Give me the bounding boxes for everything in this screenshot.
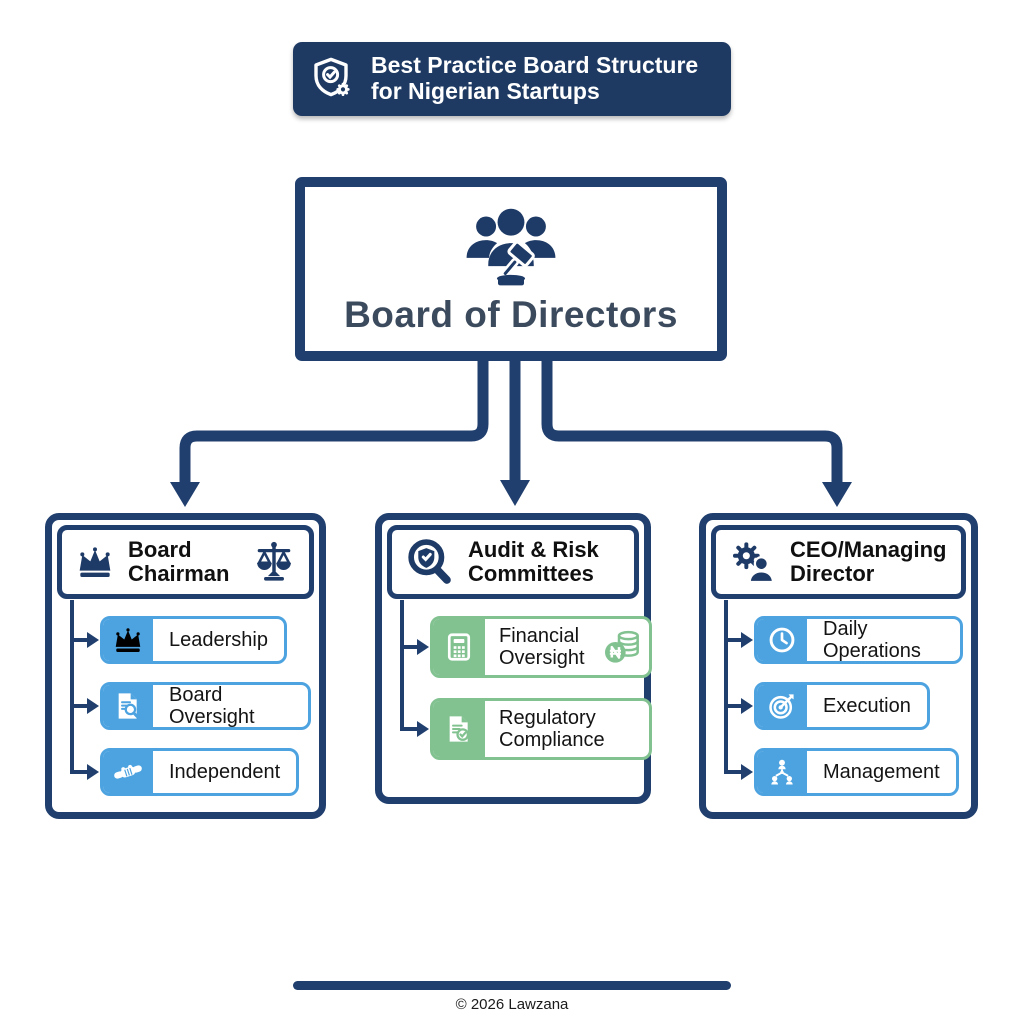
target-icon (757, 685, 807, 727)
tree-trunk (400, 600, 404, 731)
list-item: Independent (69, 748, 300, 796)
item-label: Independent (169, 760, 281, 783)
card-board-chairman-title: Board Chairman (128, 537, 230, 586)
tree-trunk (724, 600, 728, 774)
handshake-icon (103, 751, 153, 793)
card-board-chairman-header: Board Chairman (57, 525, 314, 599)
crown-icon (103, 619, 153, 661)
item-label: Board Oversight (169, 683, 255, 728)
list-item: Execution (724, 682, 930, 730)
card-board-chairman-body: Leadership Board Oversight Independent (52, 600, 319, 808)
title-banner: Best Practice Board Structure for Nigeri… (293, 42, 731, 116)
footer-divider (293, 981, 731, 990)
board-of-directors-node: Board of Directors (295, 177, 727, 361)
card-ceo-header: CEO/Managing Director (711, 525, 966, 599)
crown-icon (74, 542, 116, 582)
org-chart-icon (757, 751, 807, 793)
magnifier-shield-icon (404, 536, 456, 588)
item-label: Daily Operations (823, 617, 921, 662)
document-magnifier-icon (103, 685, 153, 727)
document-check-icon (433, 701, 485, 757)
copyright-text: © 2026 Lawzana (455, 996, 569, 1013)
card-audit-risk-title: Audit & Risk Committees (468, 537, 599, 586)
card-audit-risk-committees: Audit & Risk Committees Financial Oversi… (375, 513, 652, 804)
board-of-directors-label: Board of Directors (344, 294, 678, 335)
item-label: Execution (823, 694, 911, 717)
naira-coins-icon (599, 619, 645, 675)
list-item: Financial Oversight (400, 616, 652, 678)
list-item: Board Oversight (70, 682, 311, 730)
list-item: Leadership (70, 616, 287, 664)
card-audit-risk-header: Audit & Risk Committees (387, 525, 639, 599)
clock-icon (757, 619, 807, 661)
list-item: Management (724, 748, 959, 796)
list-item: Daily Operations (724, 616, 963, 664)
board-people-gavel-icon (459, 202, 563, 290)
balance-scale-icon (251, 539, 297, 585)
card-ceo-body: Daily Operations Execution Management (706, 600, 971, 808)
item-label: Management (823, 760, 940, 783)
item-label: Regulatory Compliance (499, 706, 605, 751)
title-text: Best Practice Board Structure for Nigeri… (371, 52, 699, 104)
card-audit-risk-body: Financial Oversight Regulatory Complianc… (382, 600, 652, 772)
item-label: Financial Oversight (499, 624, 585, 669)
item-label: Leadership (169, 628, 268, 651)
card-board-chairman: Board Chairman Leadership Board Oversigh… (45, 513, 326, 819)
tree-trunk (70, 600, 74, 774)
shield-check-gear-icon (309, 55, 357, 103)
gear-person-icon (728, 537, 778, 587)
card-ceo-managing-director: CEO/Managing Director Daily Operations E… (699, 513, 978, 819)
list-item: Regulatory Compliance (400, 698, 652, 760)
calculator-icon (433, 619, 485, 675)
card-ceo-title: CEO/Managing Director (790, 537, 947, 586)
